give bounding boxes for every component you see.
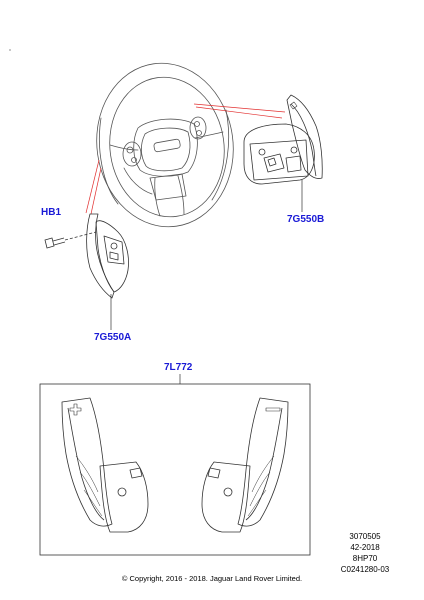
ref-line-3: 8HP70	[352, 554, 378, 563]
leader-left-2	[90, 167, 102, 215]
wheel-rim-grip-left	[99, 117, 119, 205]
leader-right-2	[195, 106, 283, 119]
label-7g550b[interactable]: 7G550B	[287, 214, 325, 225]
paddle-left-body	[95, 220, 129, 293]
paddle-left-hole	[110, 242, 118, 250]
kit-paddle-left-grip	[75, 455, 103, 517]
lower-bezel	[123, 167, 153, 195]
wheel-spoke-left	[109, 144, 139, 151]
wheel-hub-inner	[140, 127, 191, 172]
kit-paddle-right-hole	[223, 487, 233, 497]
paddle-right-hole-1	[258, 148, 266, 156]
bolt-leader	[64, 231, 97, 241]
kit-paddle-left-blade	[61, 397, 113, 527]
switch-btn-right-1	[194, 121, 200, 127]
label-hb1[interactable]: HB1	[41, 207, 62, 218]
ref-line-4: C0241280-03	[340, 565, 390, 574]
wheel-spoke-bottom	[154, 175, 185, 217]
kit-paddle-left	[61, 397, 149, 533]
paddle-shifter-right	[243, 94, 323, 185]
kit-paddle-right-body	[201, 461, 251, 533]
ref-line-2: 42-2018	[350, 543, 380, 552]
paddle-right-marker	[289, 101, 298, 110]
paddle-left-mech	[103, 235, 125, 265]
kit-paddle-left-tab	[129, 467, 143, 479]
paddle-right-plate	[249, 139, 309, 181]
bolt-shank-2	[53, 241, 66, 246]
leader-lines	[85, 103, 286, 215]
switch-pad-right	[189, 116, 207, 140]
paddle-right-hole-2	[290, 146, 298, 154]
paddle-left-clip	[109, 251, 119, 261]
kit-paddle-left-hole	[117, 487, 127, 497]
steering-wheel	[96, 62, 234, 228]
switch-pad-left	[122, 141, 142, 167]
wheel-rim-outer	[96, 62, 234, 228]
switch-btn-right-2	[196, 130, 202, 136]
paddle-right-blade	[286, 94, 323, 179]
bolt-head	[44, 237, 55, 249]
paddle-shifter-left	[86, 213, 129, 330]
wheel-rim-inner	[109, 76, 225, 218]
switch-btn-left-2	[131, 157, 137, 163]
bolt-hb1	[44, 231, 97, 249]
paddle-right-body	[243, 123, 315, 185]
brand-badge	[153, 138, 181, 153]
plus-icon	[69, 403, 82, 416]
kit-paddle-right	[201, 397, 289, 533]
wheel-hub	[133, 118, 198, 177]
leader-left-1	[85, 159, 100, 214]
wheel-rim-grip-right	[211, 109, 230, 201]
leader-right-1	[193, 103, 286, 113]
label-7l772[interactable]: 7L772	[164, 362, 193, 373]
bolt-shank-1	[52, 237, 65, 242]
kit-paddle-right-inner	[245, 407, 283, 521]
kit-paddle-left-inner	[67, 407, 105, 521]
label-7g550a[interactable]: 7G550A	[94, 332, 132, 343]
kit-paddle-right-blade	[237, 397, 289, 527]
paddle-right-clip	[267, 157, 277, 167]
copyright-notice: © Copyright, 2016 - 2018. Jaguar Land Ro…	[121, 574, 303, 583]
minus-icon	[265, 407, 281, 412]
kit-paddle-left-body	[99, 461, 149, 533]
lower-switch-panel	[149, 173, 187, 201]
ref-line-1: 3070505	[349, 532, 381, 541]
kit-paddle-right-tab	[207, 467, 221, 479]
wheel-spoke-right	[194, 131, 224, 139]
paddle-right-blade-edge	[290, 103, 317, 177]
paddle-right-mech	[263, 153, 302, 173]
switch-btn-left-1	[126, 146, 134, 154]
kit-paddle-right-grip	[247, 455, 275, 517]
kit-box-7l772	[39, 383, 311, 556]
